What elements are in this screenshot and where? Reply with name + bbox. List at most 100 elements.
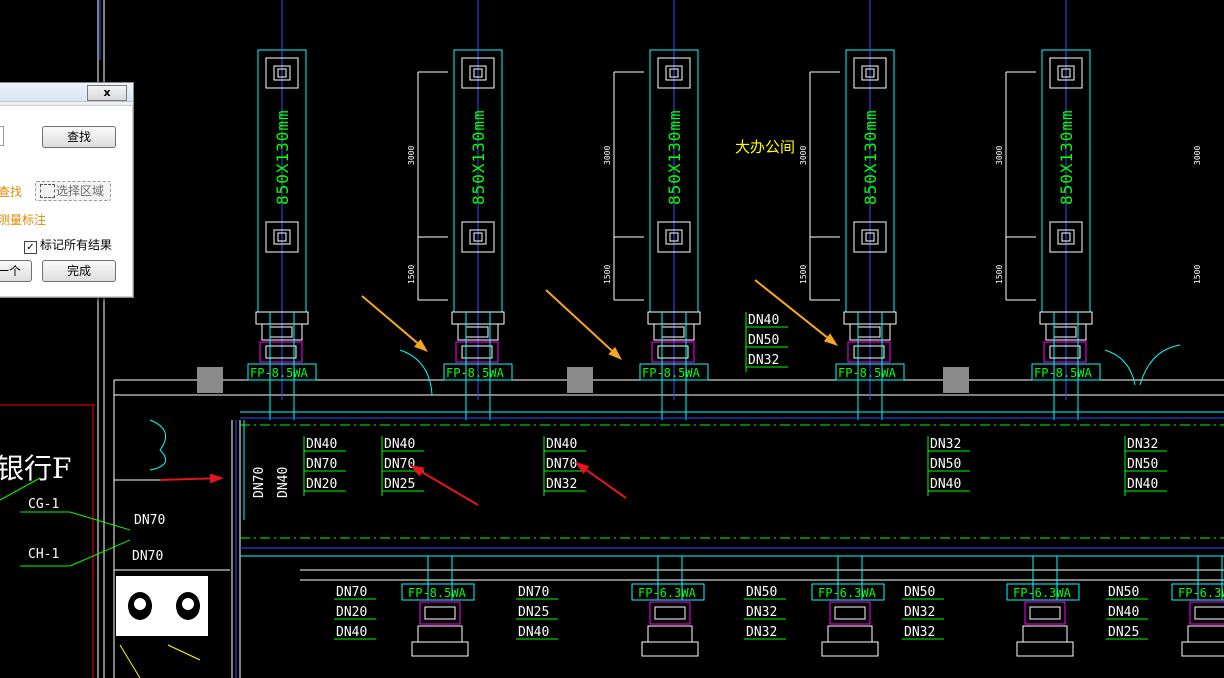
bottom-unit-row: FP-8.5WA FP-6.3WA FP-6.3WA FP-6.3WA FP-6.3WA <box>401 556 1224 657</box>
dimension-label: 1500 <box>799 265 808 284</box>
pipe-size-label: DN70 <box>546 457 577 472</box>
search-input[interactable] <box>0 126 4 146</box>
annotation-arrow <box>159 473 224 484</box>
pipe-size-label: DN70 <box>518 585 549 600</box>
top-unit-row: 850X130mmFP-8.5WA850X130mmFP-8.5WA300015… <box>247 49 1202 420</box>
annotation-arrow <box>575 462 627 499</box>
unit-model-label: FP-8.5WA <box>250 366 309 380</box>
pipe-size-label: DN40 <box>748 313 779 328</box>
mark-all-checkbox[interactable]: ✓ <box>24 241 37 254</box>
diffuser-icon <box>265 221 299 253</box>
find-link[interactable]: 查找 <box>0 185 23 199</box>
previous-button[interactable]: 一个 <box>0 260 32 282</box>
annotation-arrow <box>754 279 838 346</box>
mark-all-row[interactable]: ✓标记所有结果 <box>24 236 112 254</box>
dialog-body: 查找 查找 选择区域 测量标注 ✓标记所有结果 一个 完成 <box>0 105 133 297</box>
pipe-size-label: DN70 <box>336 585 367 600</box>
unit-model-label: FP-8.5WA <box>1034 366 1093 380</box>
pipe-size-label: DN40 <box>1108 605 1139 620</box>
diffuser-icon <box>461 57 495 89</box>
duct-size-label: 850X130mm <box>1057 109 1076 205</box>
cg1-label: CG-1 <box>28 497 59 512</box>
annotation-arrows <box>159 279 838 506</box>
diffuser-icon <box>853 221 887 253</box>
close-button[interactable]: x <box>87 85 127 101</box>
fan-coil-unit: FP-6.3WA <box>1171 556 1224 657</box>
top-guide-lines <box>99 0 1067 60</box>
duct-size-label: 850X130mm <box>665 109 684 205</box>
select-area-button[interactable]: 选择区域 <box>35 181 111 201</box>
pipe-size-label: DN25 <box>384 477 415 492</box>
pipe-size-label: DN40 <box>930 477 961 492</box>
pipe-size-label: DN32 <box>904 605 935 620</box>
ch1-label: CH-1 <box>28 547 59 562</box>
diffuser-icon <box>657 221 691 253</box>
pipe-size-label: DN32 <box>904 625 935 640</box>
pipe-size-label: DN32 <box>748 353 779 368</box>
pipe-size-label: DN40 <box>306 437 337 452</box>
pipe-size-label: DN50 <box>748 333 779 348</box>
pipe-size-label: DN25 <box>518 605 549 620</box>
toilet-fixtures <box>116 576 208 678</box>
diffuser-icon <box>265 57 299 89</box>
pipe-size-label: DN50 <box>1108 585 1139 600</box>
bank-label: 银行F <box>0 452 71 485</box>
unit-model-label: FP-8.5WA <box>642 366 701 380</box>
unit-model-label: FP-6.3WA <box>1013 586 1072 600</box>
structural-columns <box>197 367 969 393</box>
unit-model-label: FP-8.5WA <box>408 586 467 600</box>
dimension-label: 1500 <box>995 265 1004 284</box>
dialog-titlebar[interactable]: x <box>0 83 133 102</box>
side-pipe-label: DN70 <box>134 513 165 528</box>
pipe-size-label: DN20 <box>336 605 367 620</box>
diffuser-icon <box>1049 57 1083 89</box>
pipe-size-label: DN70 <box>306 457 337 472</box>
left-annotations: 银行F CG-1 CH-1 <box>0 404 131 678</box>
pipe-size-label: DN70 <box>384 457 415 472</box>
door-swings <box>149 344 1181 471</box>
unit-model-label: FP-6.3WA <box>638 586 697 600</box>
find-dialog: x 查找 查找 选择区域 测量标注 ✓标记所有结果 一个 完成 <box>0 82 134 298</box>
annotation-arrow <box>545 289 622 360</box>
unit-model-label: FP-6.3WA <box>1178 586 1224 600</box>
pipe-size-label: DN40 <box>518 625 549 640</box>
diffuser-icon <box>657 57 691 89</box>
wall-lines <box>97 0 1224 678</box>
dimension-label: 3000 <box>995 146 1004 165</box>
pipe-size-label: DN32 <box>930 437 961 452</box>
dimension-label: 1500 <box>603 265 612 284</box>
bottom-pipe-labels: DN70DN20DN40DN70DN25DN40DN50DN32DN32DN50… <box>334 585 1148 640</box>
find-button[interactable]: 查找 <box>42 126 116 148</box>
dimension-link[interactable]: 测量标注 <box>0 213 47 227</box>
diffuser-icon <box>853 57 887 89</box>
vertical-pipe-label: DN70 <box>252 467 267 498</box>
mark-all-label: 标记所有结果 <box>40 238 113 252</box>
unit-model-label: FP-6.3WA <box>818 586 877 600</box>
room-label: 大办公间 <box>735 138 795 156</box>
pipe-size-label: DN25 <box>1108 625 1139 640</box>
pipe-size-label: DN32 <box>746 625 777 640</box>
pipe-size-label: DN40 <box>384 437 415 452</box>
pipe-size-label: DN50 <box>930 457 961 472</box>
done-button[interactable]: 完成 <box>42 260 116 282</box>
fan-coil-unit: FP-8.5WA <box>401 556 475 657</box>
unit-model-label: FP-8.5WA <box>446 366 505 380</box>
annotation-arrow <box>361 295 428 352</box>
top-pipe-labels: DN40DN70DN20DN40DN70DN25DN40DN70DN32DN40… <box>303 312 1167 496</box>
duct-size-label: 850X130mm <box>469 109 488 205</box>
diffuser-icon <box>461 221 495 253</box>
